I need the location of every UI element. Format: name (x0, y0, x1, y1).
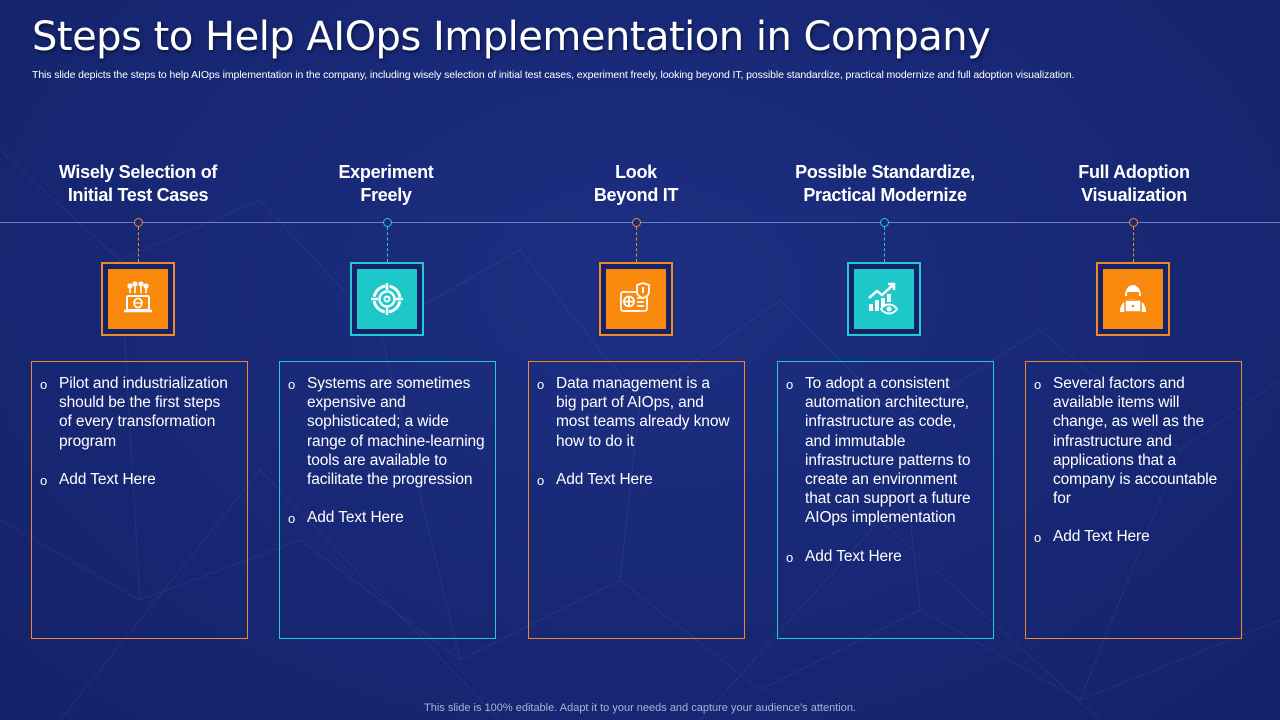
bullet-text: Pilot and industrialization should be th… (59, 375, 228, 450)
bullet-marker-icon: o (1034, 530, 1042, 546)
bullet-marker-icon: o (40, 472, 48, 488)
step-card: o Several factors and available items wil… (1025, 361, 1242, 639)
heading-line-2: Visualization (1081, 185, 1187, 205)
step-2: Experiment Freely o Systems are sometimes… (261, 0, 511, 720)
step-heading: Wisely Selection of Initial Test Cases (13, 161, 263, 207)
target-crosshair-icon (357, 269, 417, 329)
bullet-item: o Add Text Here (537, 470, 734, 490)
timeline-node (1129, 218, 1138, 227)
laptop-network-icon (108, 269, 168, 329)
connector-dash (884, 227, 885, 262)
bullet-item: o Systems are sometimes expensive and sop… (288, 374, 485, 489)
bullet-item: o Data management is a big part of AIOps,… (537, 374, 734, 451)
slide-title: Steps to Help AIOps Implementation in Co… (32, 14, 991, 60)
bullet-marker-icon: o (288, 511, 296, 527)
bullet-text: Add Text Here (59, 470, 156, 488)
step-heading: Possible Standardize, Practical Moderniz… (760, 161, 1010, 207)
heading-line-1: Wisely Selection of (58, 162, 218, 182)
bullet-item: o Several factors and available items wil… (1034, 374, 1231, 508)
heading-line-2: Practical Modernize (803, 185, 967, 205)
bullet-item: o Add Text Here (786, 547, 983, 567)
icon-frame (847, 262, 921, 336)
bullet-marker-icon: o (786, 549, 794, 565)
bullet-marker-icon: o (537, 472, 545, 488)
bullet-item: o Pilot and industrialization should be t… (40, 374, 237, 451)
heading-line-2: Beyond IT (593, 185, 679, 205)
step-4: Possible Standardize, Practical Moderniz… (760, 0, 1010, 720)
bullet-text: Add Text Here (805, 547, 902, 565)
step-1: Wisely Selection of Initial Test Cases o… (13, 0, 263, 720)
timeline-node (880, 218, 889, 227)
heading-line-1: Possible Standardize, (795, 162, 975, 182)
bullet-text: Add Text Here (556, 470, 653, 488)
step-card: o Data management is a big part of AIOps,… (528, 361, 745, 639)
heading-line-2: Freely (360, 185, 412, 205)
heading-line-1: Look (615, 162, 657, 182)
step-3: Look Beyond IT o Data management is a big… (511, 0, 761, 720)
step-5: Full Adoption Visualization o Several fac… (1009, 0, 1259, 720)
connector-dash (636, 227, 637, 262)
icon-frame (599, 262, 673, 336)
bullet-text: Data management is a big part of AIOps, … (556, 375, 730, 450)
step-heading: Experiment Freely (261, 161, 511, 207)
bullet-item: o Add Text Here (288, 508, 485, 528)
passport-document-icon (606, 269, 666, 329)
bullet-text: Systems are sometimes expensive and soph… (307, 375, 485, 489)
step-heading: Look Beyond IT (511, 161, 761, 207)
heading-line-1: Experiment (338, 162, 434, 182)
step-card: o To adopt a consistent automation archit… (777, 361, 994, 639)
bullet-marker-icon: o (288, 377, 296, 392)
bullet-text: Add Text Here (307, 509, 404, 527)
bullet-marker-icon: o (786, 377, 794, 392)
bullet-text: To adopt a consistent automation archite… (805, 375, 971, 527)
connector-dash (387, 227, 388, 262)
slide-subtitle: This slide depicts the steps to help AIO… (32, 69, 1075, 81)
step-heading: Full Adoption Visualization (1009, 161, 1259, 207)
bullet-text: Add Text Here (1053, 528, 1150, 546)
icon-frame (350, 262, 424, 336)
step-card: o Pilot and industrialization should be t… (31, 361, 248, 639)
step-card: o Systems are sometimes expensive and sop… (279, 361, 496, 639)
connector-dash (138, 227, 139, 262)
bullet-marker-icon: o (1034, 377, 1042, 392)
timeline-node (134, 218, 143, 227)
bullet-marker-icon: o (40, 377, 48, 392)
heading-line-1: Full Adoption (1078, 162, 1190, 182)
bullet-item: o To adopt a consistent automation archit… (786, 374, 983, 528)
heading-line-2: Initial Test Cases (67, 185, 209, 205)
connector-dash (1133, 227, 1134, 262)
growth-chart-eye-icon (854, 269, 914, 329)
timeline-node (383, 218, 392, 227)
hacker-laptop-icon (1103, 269, 1163, 329)
slide-footer-note: This slide is 100% editable. Adapt it to… (424, 702, 856, 714)
bullet-marker-icon: o (537, 377, 545, 392)
bullet-text: Several factors and available items will… (1053, 375, 1218, 508)
timeline-node (632, 218, 641, 227)
bullet-item: o Add Text Here (1034, 527, 1231, 547)
bullet-item: o Add Text Here (40, 470, 237, 490)
icon-frame (101, 262, 175, 336)
icon-frame (1096, 262, 1170, 336)
